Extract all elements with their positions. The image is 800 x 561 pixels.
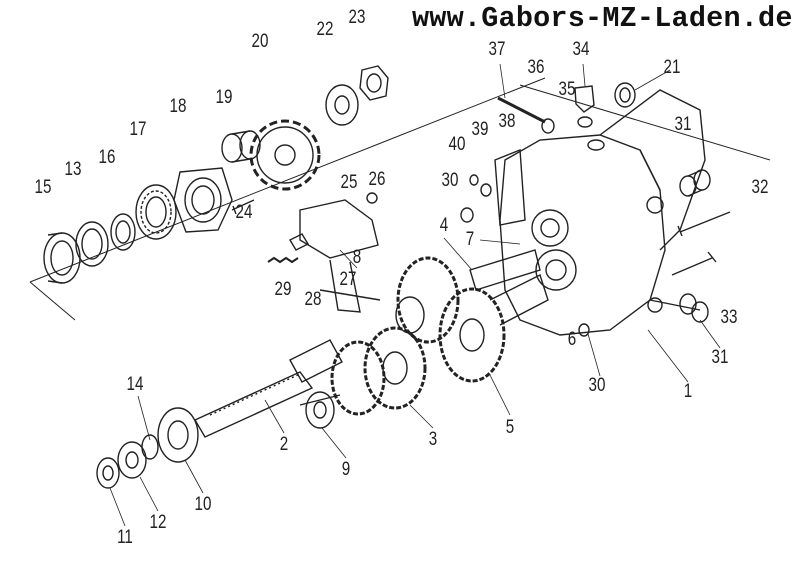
part-38-gasket (494, 148, 526, 226)
part-13-seal (75, 221, 109, 267)
part-label: 27 (339, 269, 357, 290)
part-label: 1 (683, 381, 693, 402)
part-31-bushing-top (679, 169, 711, 197)
part-20-sprocket (249, 119, 321, 191)
website-watermark: www.Gabors-MZ-Laden.de (412, 2, 793, 35)
part-31-bushing-bottom (679, 293, 709, 323)
part-17-bearing (135, 184, 177, 240)
part-label: 31 (711, 347, 729, 368)
part-16-washer (110, 213, 136, 251)
part-label: 7 (465, 229, 475, 250)
part-label: 12 (149, 512, 167, 533)
part-1-gearbox-case (499, 89, 706, 336)
part-label: 20 (251, 31, 269, 52)
part-label: 10 (194, 494, 212, 515)
part-label: 19 (215, 87, 233, 108)
part-label: 34 (572, 39, 590, 60)
part-25-shift-lever (299, 199, 381, 313)
part-18-flange (173, 167, 233, 233)
part-label: 13 (64, 159, 82, 180)
part-39-plug (480, 183, 492, 197)
part-label: 38 (498, 111, 516, 132)
part-label: 40 (448, 134, 466, 155)
part-label: 39 (471, 119, 489, 140)
part-15-bearing (43, 232, 81, 284)
assembly-outline (29, 77, 771, 321)
part-label: 32 (751, 177, 769, 198)
part-label: 17 (129, 119, 147, 140)
part-label: 35 (558, 79, 576, 100)
part-label: 6 (567, 329, 577, 350)
part-30-dowel-bottom (578, 323, 590, 337)
part-label: 25 (340, 172, 358, 193)
part-33-bolt (671, 251, 717, 276)
part-label: 15 (34, 177, 52, 198)
leader-lines (109, 63, 721, 527)
part-5-gear (438, 274, 549, 383)
part-label: 26 (368, 169, 386, 190)
part-label: 23 (348, 7, 366, 28)
part-11-bearing (96, 457, 120, 489)
part-label: 33 (720, 307, 738, 328)
part-40-screw (469, 174, 479, 186)
part-23-nut (359, 65, 389, 101)
part-21-nut (614, 82, 636, 108)
part-label: 37 (488, 39, 506, 60)
part-label: 30 (588, 375, 606, 396)
part-label: 30 (441, 170, 459, 191)
part-label: 8 (352, 247, 362, 268)
part-label: 28 (304, 289, 322, 310)
part-37-rod (497, 96, 546, 124)
part-label: 21 (663, 57, 681, 78)
part-35-seal (587, 139, 605, 151)
part-label: 5 (505, 417, 515, 438)
part-label: 22 (316, 19, 334, 40)
part-29-spring (267, 256, 299, 264)
part-3-gear-cluster (299, 326, 427, 416)
part-label: 9 (341, 459, 351, 480)
part-34-sensor (574, 85, 595, 128)
part-12-washer (117, 441, 147, 479)
countershaft (469, 249, 541, 291)
part-19-bushing (221, 130, 261, 163)
part-label: 14 (126, 374, 144, 395)
part-36-fitting (541, 118, 555, 134)
part-label: 29 (274, 279, 292, 300)
part-9-bearing (305, 391, 335, 429)
part-26-screw (366, 192, 378, 204)
part-label: 4 (439, 215, 449, 236)
part-2-main-shaft (194, 339, 343, 438)
part-28-pin (289, 233, 309, 251)
part-label: 16 (98, 147, 116, 168)
part-24-bolt (231, 199, 255, 215)
part-22-lock-washer (325, 84, 359, 126)
part-10-bearing (157, 407, 199, 463)
part-32-bolt (677, 211, 731, 237)
part-label: 24 (235, 202, 253, 223)
part-label: 3 (428, 429, 438, 450)
part-label: 18 (169, 96, 187, 117)
part-label: 2 (279, 434, 289, 455)
part-label: 36 (527, 57, 545, 78)
part-30-dowel-top (460, 207, 474, 223)
part-label: 31 (674, 114, 692, 135)
part-4-gear (395, 256, 460, 344)
part-label: 11 (117, 527, 133, 548)
